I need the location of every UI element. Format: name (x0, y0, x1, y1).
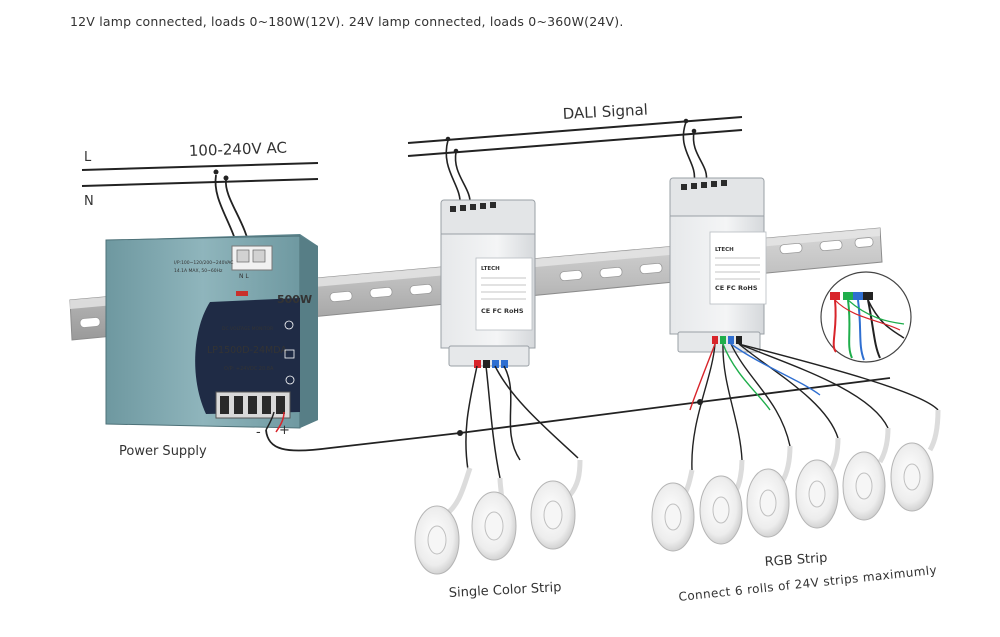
psu-label-panel (195, 298, 300, 414)
rgb-wires (689, 343, 939, 471)
power-supply: N L I/P:100~120/200~240VAC 14.1A MAX, 50… (105, 234, 318, 440)
rgb-strip-3 (746, 445, 793, 538)
psu-type-text: DC VOLTAGE MONITOR (222, 326, 273, 332)
controller-rgb: LTECH CE FC RoHS (669, 177, 767, 353)
line-n (81, 178, 319, 187)
single-strip-3 (530, 459, 583, 550)
line-n-label: N (84, 194, 94, 209)
mains-voltage-label: 100-240V AC (189, 139, 288, 160)
rgb-strips (651, 409, 941, 552)
rgb-strip-6 (890, 409, 941, 512)
rgb-caption: RGB Strip (764, 551, 828, 570)
rgb-note: Connect 6 rolls of 24V strips maximumly (678, 563, 938, 604)
psu-indicator (236, 291, 248, 296)
psu-input-terminal-label: N L (239, 273, 249, 280)
power-supply-caption: Power Supply (119, 444, 207, 459)
rgb-strip-2 (699, 459, 745, 545)
output-bus (265, 377, 891, 452)
psu-minus: - (256, 425, 261, 440)
mains-lines: L N 100-240V AC (81, 139, 319, 251)
header-note: 12V lamp connected, loads 0~180W(12V). 2… (70, 14, 624, 29)
psu-input-text-2: 14.1A MAX, 50~60Hz (174, 268, 223, 274)
rgb-strip-1 (651, 469, 695, 552)
controller-single-color: LTECH CE FC RoHS (440, 199, 536, 368)
psu-model: LP1500D-24MDA (207, 345, 287, 356)
single-strip-2 (471, 477, 517, 561)
controller-2-brand: LTECH (715, 247, 734, 253)
rgb-strip-4 (795, 437, 841, 529)
controller-1-brand: LTECH (481, 266, 500, 272)
single-color-caption: Single Color Strip (448, 580, 561, 601)
controller-1-marks: CE FC RoHS (481, 307, 524, 315)
single-strip-1 (414, 467, 473, 575)
psu-output-text: O/P: +24VDC 20.8A (224, 366, 274, 372)
psu-input-text-1: I/P:100~120/200~240VAC (174, 260, 233, 266)
single-color-wires (465, 365, 579, 479)
psu-wattage: 500W (277, 293, 312, 306)
psu-plus: + (279, 423, 290, 438)
line-l (81, 162, 319, 171)
controller-2-marks: CE FC RoHS (715, 284, 758, 292)
dali-label: DALI Signal (562, 101, 648, 123)
connection-detail (820, 271, 912, 363)
rgb-strip-5 (842, 427, 891, 521)
line-l-label: L (84, 150, 92, 165)
single-color-strips (414, 459, 583, 575)
dali-bus: DALI Signal (407, 101, 743, 206)
